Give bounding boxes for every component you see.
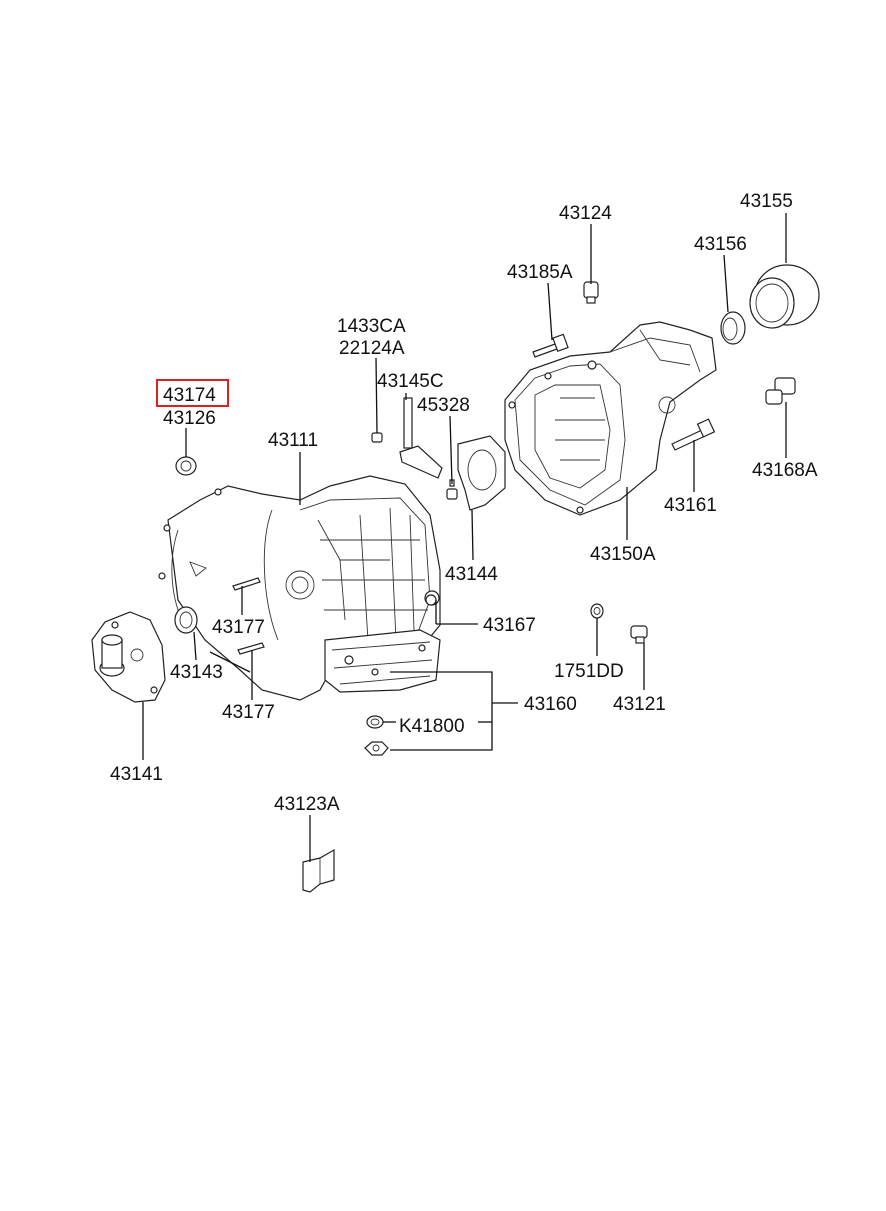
label-43145C: 43145C (377, 371, 444, 392)
label-43155: 43155 (740, 191, 793, 212)
highlight-box-43174 (156, 379, 229, 407)
part-43123A-bracket (302, 848, 335, 893)
label-43177-upper: 43177 (212, 617, 265, 638)
part-43156-oil-seal (720, 311, 746, 345)
label-43150A: 43150A (590, 544, 656, 565)
part-43177-pins (232, 577, 265, 655)
part-1433CA-dowel (371, 432, 383, 443)
label-43124: 43124 (559, 203, 612, 224)
label-1751DD: 1751DD (554, 661, 624, 682)
part-K41800-washer (366, 715, 384, 729)
label-43174: 43174 (163, 385, 216, 406)
label-43160: 43160 (524, 694, 577, 715)
part-43161-bolt (671, 418, 716, 451)
part-1751DD-washer (590, 603, 604, 619)
label-22124A: 22124A (339, 338, 405, 359)
part-43168A-plug (765, 377, 796, 405)
label-43126: 43126 (163, 408, 216, 429)
label-43141: 43141 (110, 764, 163, 785)
label-43168A: 43168A (752, 460, 818, 481)
part-43143-oil-seal (174, 606, 198, 634)
label-43143: 43143 (170, 662, 223, 683)
label-43123A: 43123A (274, 794, 340, 815)
part-43141-front-retainer (91, 611, 166, 703)
part-43155-dust-cover (749, 264, 820, 329)
label-43167: 43167 (483, 615, 536, 636)
part-43145C-bracket (399, 397, 443, 479)
part-labels: 43124 43155 43156 43185A 1433CA 22124A 4… (110, 191, 818, 815)
leader-lines (142, 213, 787, 862)
part-43111-transmission-case (158, 475, 441, 701)
label-43144: 43144 (445, 564, 498, 585)
label-43185A: 43185A (507, 262, 573, 283)
part-43150A-extension-housing (504, 321, 717, 516)
part-43126-seal (175, 456, 197, 476)
part-43185A-bolt (532, 333, 569, 358)
label-43121: 43121 (613, 694, 666, 715)
label-45328: 45328 (417, 395, 470, 416)
part-43121-plug (630, 625, 648, 644)
label-1433CA: 1433CA (337, 316, 406, 337)
part-43160-nut (364, 741, 389, 756)
label-43111: 43111 (268, 430, 318, 451)
label-K41800: K41800 (399, 716, 465, 737)
part-43167-plug (425, 594, 437, 606)
part-43144-gasket (457, 435, 506, 511)
label-43177-lower: 43177 (222, 702, 275, 723)
label-43156: 43156 (694, 234, 747, 255)
label-43161: 43161 (664, 495, 717, 516)
part-43124-breather (583, 281, 599, 304)
